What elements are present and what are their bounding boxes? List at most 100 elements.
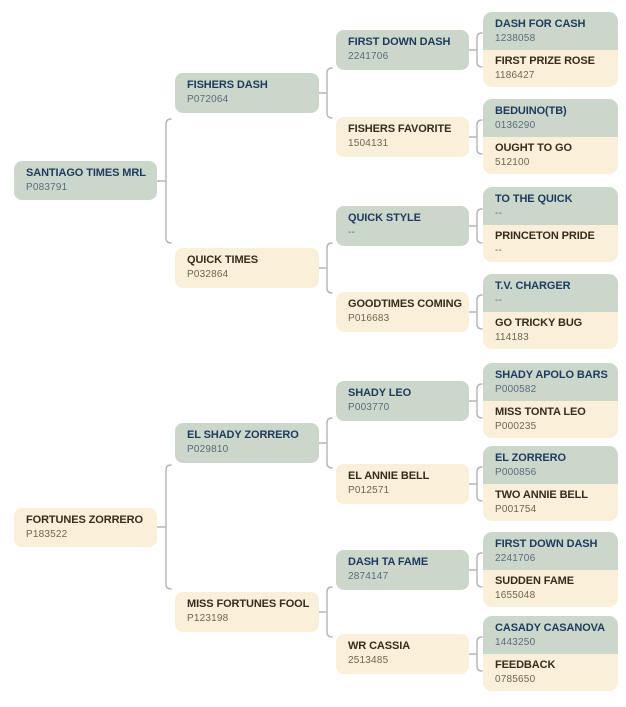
pedigree-pair: T.V. CHARGER -- GO TRICKY BUG 114183 [483,274,618,349]
horse-reg-number: 2241706 [495,553,536,564]
horse-name: T.V. CHARGER [495,280,571,292]
pedigree-box-dash-for-cash[interactable]: DASH FOR CASH 1238058 [483,12,618,50]
pedigree-box-beduino-tb[interactable]: BEDUINO(TB) 0136290 [483,99,618,137]
pedigree-pair: SHADY APOLO BARS P000582 MISS TONTA LEO … [483,363,618,438]
pedigree-pair: CASADY CASANOVA 1443250 FEEDBACK 0785650 [483,616,618,691]
pedigree-box-fishers-favorite[interactable]: FISHERS FAVORITE 1504131 [336,117,469,157]
pedigree-box-el-annie-bell[interactable]: EL ANNIE BELL P012571 [336,464,469,504]
pedigree-box-sudden-fame[interactable]: SUDDEN FAME 1655048 [483,570,618,607]
pedigree-box-go-tricky-bug[interactable]: GO TRICKY BUG 114183 [483,312,618,349]
pedigree-box-fishers-dash[interactable]: FISHERS DASH P072064 [175,73,319,113]
horse-reg-number: 1655048 [495,590,536,601]
horse-name: QUICK TIMES [187,254,259,266]
horse-reg-number: P000856 [495,467,537,478]
pedigree-box-feedback[interactable]: FEEDBACK 0785650 [483,654,618,691]
horse-name: BEDUINO(TB) [495,105,567,117]
horse-name: PRINCETON PRIDE [495,230,595,242]
connector-bracket [468,383,483,419]
pedigree-box-shady-leo[interactable]: SHADY LEO P003770 [336,381,469,421]
horse-name: FIRST DOWN DASH [495,538,598,550]
horse-reg-number: P000582 [495,384,537,395]
horse-reg-number: P001754 [495,504,537,515]
horse-reg-number: 1186427 [495,70,535,81]
horse-name: SHADY APOLO BARS [495,369,608,381]
pedigree-box-princeton-pride[interactable]: PRINCETON PRIDE -- [483,225,618,262]
pedigree-box-santiago-times-mrl[interactable]: SANTIAGO TIMES MRL P083791 [14,161,157,200]
horse-reg-number: 2874147 [348,571,389,582]
horse-name: DASH TA FAME [348,556,429,568]
connector-bracket [468,636,483,672]
pedigree-box-miss-tonta-leo[interactable]: MISS TONTA LEO P000235 [483,401,618,438]
horse-name: TWO ANNIE BELL [495,489,588,501]
horse-name: GOODTIMES COMING [348,298,462,310]
pedigree-box-el-zorrero[interactable]: EL ZORRERO P000856 [483,446,618,484]
horse-name: GO TRICKY BUG [495,317,583,329]
horse-name: MISS FORTUNES FOOL [187,598,310,610]
horse-name: CASADY CASANOVA [495,622,605,634]
connector-bracket [468,119,483,155]
pedigree-pair: EL ZORRERO P000856 TWO ANNIE BELL P00175… [483,446,618,521]
horse-name: SANTIAGO TIMES MRL [26,167,146,179]
pedigree-box-wr-cassia[interactable]: WR CASSIA 2513485 [336,634,469,674]
horse-name: QUICK STYLE [348,212,421,224]
horse-name: EL SHADY ZORRERO [187,429,299,441]
horse-reg-number: -- [495,245,503,256]
horse-name: FIRST PRIZE ROSE [495,55,595,67]
horse-reg-number: 1443250 [495,637,536,648]
horse-reg-number: P012571 [348,485,390,496]
connector-bracket [318,67,333,119]
pedigree-box-fortunes-zorrero[interactable]: FORTUNES ZORRERO P183522 [14,508,157,547]
connector-bracket [156,464,172,590]
pedigree-box-first-down-dash[interactable]: FIRST DOWN DASH 2241706 [336,30,469,70]
horse-name: FIRST DOWN DASH [348,36,451,48]
horse-reg-number: P000235 [495,421,537,432]
horse-reg-number: P072064 [187,94,229,105]
pedigree-box-to-the-quick[interactable]: TO THE QUICK -- [483,187,618,225]
connector-bracket [468,32,483,68]
horse-reg-number: P016683 [348,313,390,324]
horse-reg-number: P032864 [187,269,229,280]
horse-name: EL ZORRERO [495,452,566,464]
horse-name: DASH FOR CASH [495,18,586,30]
pedigree-box-quick-style[interactable]: QUICK STYLE -- [336,206,469,246]
horse-name: FORTUNES ZORRERO [26,514,143,526]
pedigree-pair: FIRST DOWN DASH 2241706 SUDDEN FAME 1655… [483,532,618,607]
horse-name: WR CASSIA [348,640,411,652]
pedigree-box-miss-fortunes-fool[interactable]: MISS FORTUNES FOOL P123198 [175,592,319,632]
horse-reg-number: P029810 [187,444,229,455]
horse-name: TO THE QUICK [495,193,573,205]
horse-name: OUGHT TO GO [495,142,572,154]
pedigree-pair: DASH FOR CASH 1238058 FIRST PRIZE ROSE 1… [483,12,618,87]
connector-bracket [318,586,333,638]
pedigree-box-first-down-dash-2[interactable]: FIRST DOWN DASH 2241706 [483,532,618,570]
pedigree-pair: TO THE QUICK -- PRINCETON PRIDE -- [483,187,618,262]
horse-reg-number: 114183 [495,332,529,343]
pedigree-box-el-shady-zorrero[interactable]: EL SHADY ZORRERO P029810 [175,423,319,463]
connector-bracket [468,294,483,330]
horse-reg-number: 512100 [495,157,530,168]
horse-reg-number: P003770 [348,402,390,413]
horse-reg-number: 1238058 [495,33,536,44]
pedigree-pair: BEDUINO(TB) 0136290 OUGHT TO GO 512100 [483,99,618,174]
pedigree-box-two-annie-bell[interactable]: TWO ANNIE BELL P001754 [483,484,618,521]
pedigree-box-first-prize-rose[interactable]: FIRST PRIZE ROSE 1186427 [483,50,618,87]
pedigree-box-goodtimes-coming[interactable]: GOODTIMES COMING P016683 [336,292,469,332]
horse-reg-number: 1504131 [348,138,389,149]
horse-name: EL ANNIE BELL [348,470,430,482]
pedigree-box-casady-casanova[interactable]: CASADY CASANOVA 1443250 [483,616,618,654]
connector-bracket [318,417,333,469]
connector-bracket [318,242,333,294]
connector-bracket [156,118,172,244]
pedigree-box-shady-apolo-bars[interactable]: SHADY APOLO BARS P000582 [483,363,618,401]
pedigree-box-ought-to-go[interactable]: OUGHT TO GO 512100 [483,137,618,174]
horse-reg-number: -- [348,227,356,238]
pedigree-box-dash-ta-fame[interactable]: DASH TA FAME 2874147 [336,550,469,590]
horse-name: FISHERS FAVORITE [348,123,452,135]
horse-reg-number: 0136290 [495,120,536,131]
horse-reg-number: -- [495,208,503,219]
pedigree-box-quick-times[interactable]: QUICK TIMES P032864 [175,248,319,288]
pedigree-box-tv-charger[interactable]: T.V. CHARGER -- [483,274,618,312]
horse-reg-number: 2241706 [348,51,389,62]
horse-reg-number: 2513485 [348,655,389,666]
